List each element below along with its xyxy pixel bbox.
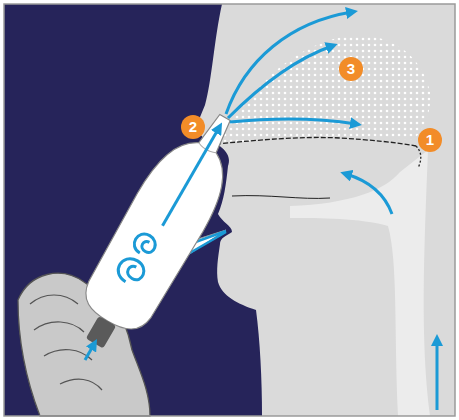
- nasal-cavity: [214, 35, 430, 142]
- head-profile: [198, 4, 455, 416]
- background: [4, 4, 455, 416]
- callout-circle: [339, 57, 363, 81]
- flow-arrow: [228, 46, 332, 118]
- frame: [4, 4, 455, 416]
- callout-circle: [418, 128, 442, 152]
- tongue-line: [232, 196, 330, 199]
- finger-lines: [30, 295, 102, 390]
- spray-device: [52, 98, 258, 378]
- callout-circle: [181, 115, 205, 139]
- callout-number: 1: [418, 128, 442, 152]
- breath-arrow: [346, 174, 392, 214]
- soft-palate-line: [416, 146, 421, 168]
- breath-arrow: [436, 340, 439, 410]
- flow-arrow: [226, 12, 352, 114]
- callout-number: 2: [181, 115, 205, 139]
- callout-number: 3: [339, 57, 363, 81]
- flow-arrow: [230, 119, 356, 124]
- palate-line: [216, 137, 416, 146]
- airway: [290, 150, 430, 416]
